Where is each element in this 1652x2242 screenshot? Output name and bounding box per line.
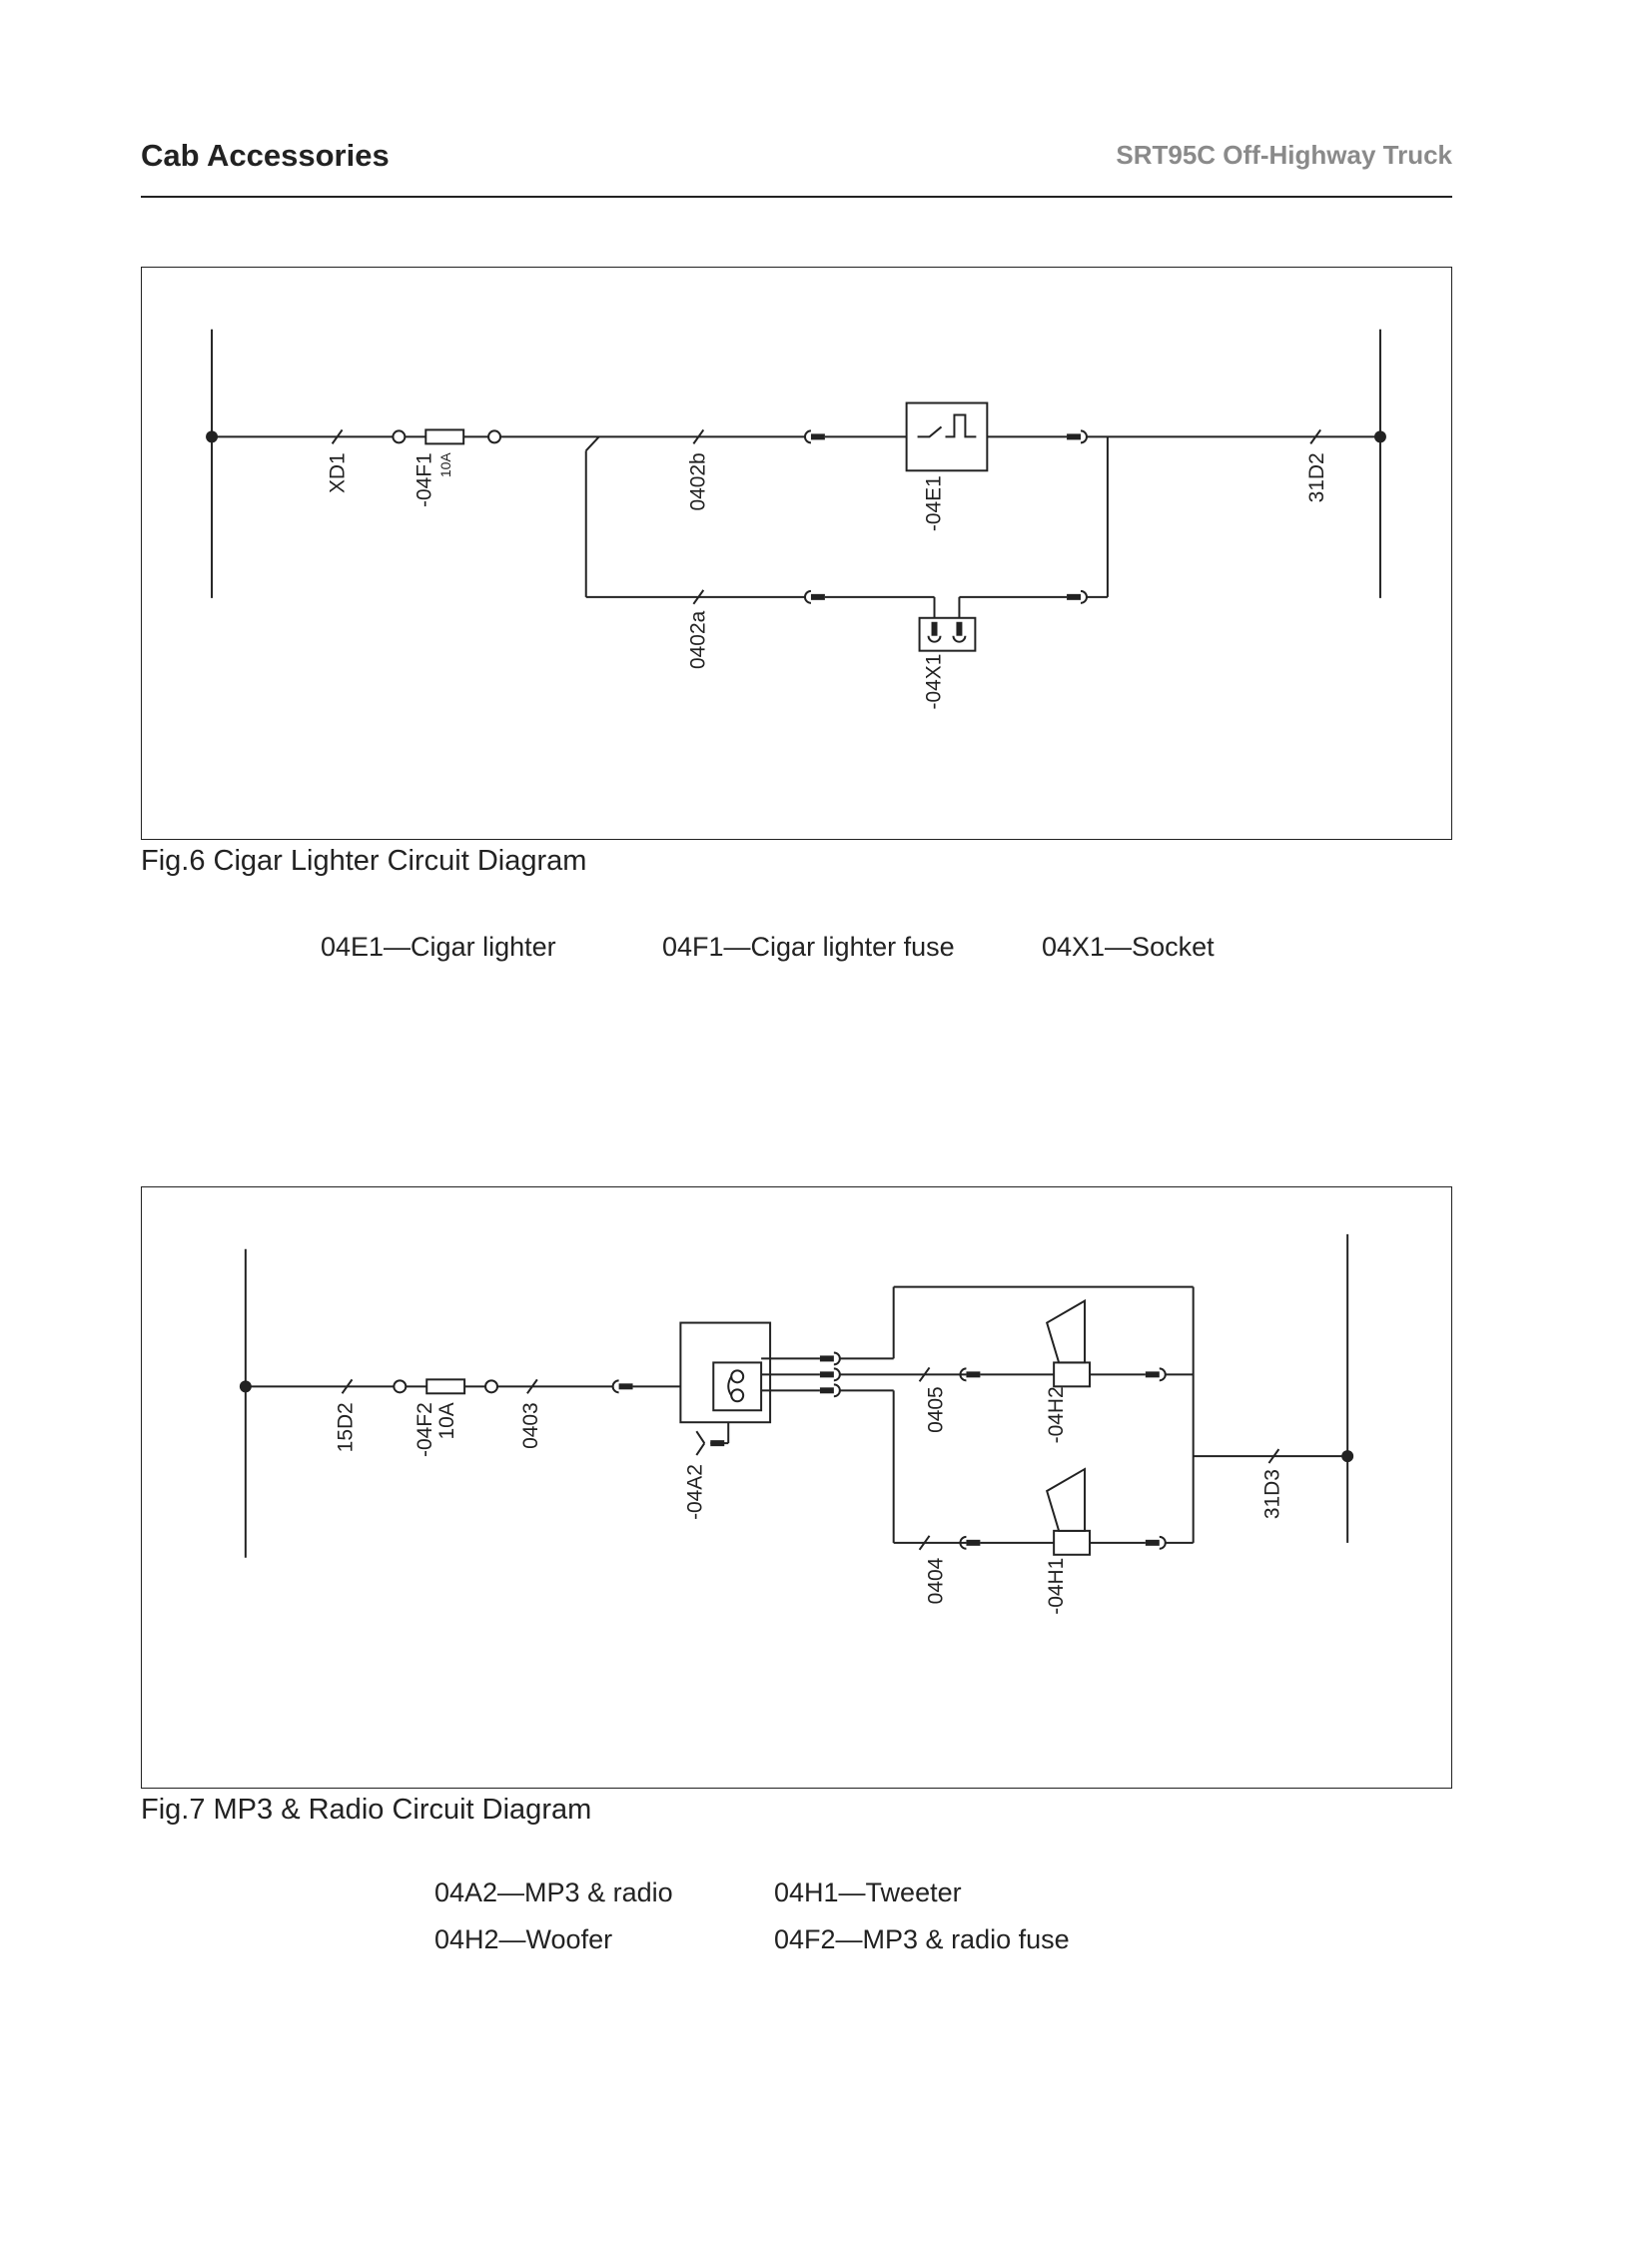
label-0402a: 0402a: [686, 610, 709, 669]
tweeter-04h1-body: [1053, 1529, 1092, 1556]
socket-receptacle-left: [927, 635, 942, 643]
left-junction-dot: [239, 1380, 252, 1393]
fig7-legend-item: 04A2—MP3 & radio: [434, 1877, 673, 1907]
wire-tick-0402b: [692, 428, 705, 444]
wire-tick-0405: [918, 1366, 931, 1382]
fig7-legend-item: 04H2—Woofer: [434, 1924, 613, 1954]
woofer-04h2-cone: [1045, 1298, 1087, 1364]
mp3-radio-diagram: 15D2 -04F2 10A 0403 -04A2 0405 -04H2 31D…: [141, 1186, 1452, 1789]
label-04f1: -04F1: [413, 452, 435, 507]
socket-pin-left: [931, 621, 938, 636]
cigar-lighter-circuit-svg: XD1 -04F1 10A 0402b -04E1 31D2 0402a -04…: [206, 329, 1386, 710]
socket-pin-right: [956, 621, 963, 636]
connector-female-h2-in: [959, 1367, 967, 1382]
label-0404: 0404: [925, 1557, 948, 1604]
antenna-connector: [710, 1440, 725, 1447]
connector-female-top-right: [1080, 429, 1088, 444]
label-04h2: -04H2: [1045, 1386, 1068, 1443]
header-rule: [141, 196, 1452, 198]
connector-female-bottom-right: [1080, 589, 1088, 604]
wire-tick-15d2: [341, 1378, 354, 1394]
wire-tick-0402a: [692, 589, 705, 605]
label-04a2: -04A2: [683, 1464, 706, 1520]
fuse-terminal-left: [392, 429, 407, 444]
fuse-04f2-symbol: [425, 1378, 466, 1395]
connector-male-out-2: [819, 1371, 834, 1378]
section-title: Cab Accessories: [141, 138, 390, 173]
label-0403: 0403: [519, 1402, 542, 1449]
wire-tick-0403: [526, 1378, 538, 1394]
fuse-terminal-right: [487, 429, 502, 444]
wire-tick-31d2: [1309, 428, 1321, 444]
connector-female-out-3: [833, 1383, 841, 1398]
fuse-04f1-symbol: [424, 428, 465, 445]
connector-female-bottom-left: [803, 589, 812, 604]
fig6-legend-item: 04X1—Socket: [1042, 932, 1215, 962]
label-04f2: -04F2: [413, 1402, 436, 1457]
branch-corner: [585, 435, 600, 452]
connector-female-h1-out: [1159, 1535, 1167, 1550]
fig6-legend-item: 04F1—Cigar lighter fuse: [662, 932, 955, 962]
connector-male-bottom-right: [1067, 593, 1082, 600]
lighter-heater-element: [945, 413, 977, 438]
socket-receptacle-right: [952, 635, 967, 643]
connector-male-h2-out: [1145, 1371, 1160, 1378]
fig6-legend-item: 04E1—Cigar lighter: [321, 932, 556, 962]
wire-tick-31d3: [1267, 1448, 1280, 1464]
label-04f1-rating: 10A: [437, 452, 453, 478]
fig7-legend-item: 04F2—MP3 & radio fuse: [774, 1924, 1070, 1954]
connector-female-top-left: [803, 429, 812, 444]
label-04f2-rating: 10A: [435, 1402, 458, 1439]
connector-female-out-2: [833, 1367, 841, 1382]
connector-male-h1-in: [966, 1539, 981, 1546]
fig6-caption: Fig.6 Cigar Lighter Circuit Diagram: [141, 845, 587, 877]
antenna-icon-stroke: [695, 1442, 706, 1456]
wire-tick-0404: [918, 1535, 931, 1551]
label-xd1: XD1: [327, 452, 350, 493]
lighter-switch-contact: [917, 425, 943, 438]
fuse-terminal-right: [484, 1379, 498, 1394]
label-31d3: 31D3: [1260, 1469, 1283, 1519]
wire-tick-xd1: [331, 428, 344, 444]
label-0405: 0405: [925, 1386, 948, 1433]
connector-female-h1-in: [959, 1535, 967, 1550]
left-junction-dot: [206, 430, 219, 443]
connector-male-h1-out: [1145, 1539, 1160, 1546]
label-04x1: -04X1: [922, 654, 945, 710]
tweeter-04h1-cone: [1045, 1467, 1087, 1532]
connector-male-out-3: [819, 1387, 834, 1394]
connector-male-top-left: [810, 433, 825, 440]
label-04h1: -04H1: [1045, 1558, 1068, 1615]
fig7-legend-item: 04H1—Tweeter: [774, 1877, 962, 1907]
connector-male-bottom-left: [810, 593, 825, 600]
woofer-04h2-body: [1053, 1361, 1092, 1388]
connector-female-out-1: [833, 1351, 841, 1366]
cigar-lighter-diagram: XD1 -04F1 10A 0402b -04E1 31D2 0402a -04…: [141, 267, 1452, 840]
connector-male-top-right: [1067, 433, 1082, 440]
fuse-terminal-left: [393, 1379, 408, 1394]
connector-female-supply: [611, 1379, 619, 1394]
label-04e1: -04E1: [922, 475, 945, 531]
document-title: SRT95C Off-Highway Truck: [1116, 140, 1452, 170]
antenna-icon-stroke: [695, 1430, 706, 1444]
connector-female-h2-out: [1159, 1367, 1167, 1382]
connector-male-h2-in: [966, 1371, 981, 1378]
label-15d2: 15D2: [334, 1402, 357, 1452]
fig7-caption: Fig.7 MP3 & Radio Circuit Diagram: [141, 1794, 592, 1826]
radio-symbol-arc: [727, 1375, 733, 1396]
label-31d2: 31D2: [1305, 452, 1328, 502]
label-0402b: 0402b: [686, 452, 709, 510]
connector-male-out-1: [819, 1355, 834, 1362]
socket-04x1-symbol: [918, 616, 977, 652]
mp3-radio-circuit-svg: 15D2 -04F2 10A 0403 -04A2 0405 -04H2 31D…: [239, 1233, 1354, 1615]
connector-male-supply: [618, 1383, 633, 1390]
